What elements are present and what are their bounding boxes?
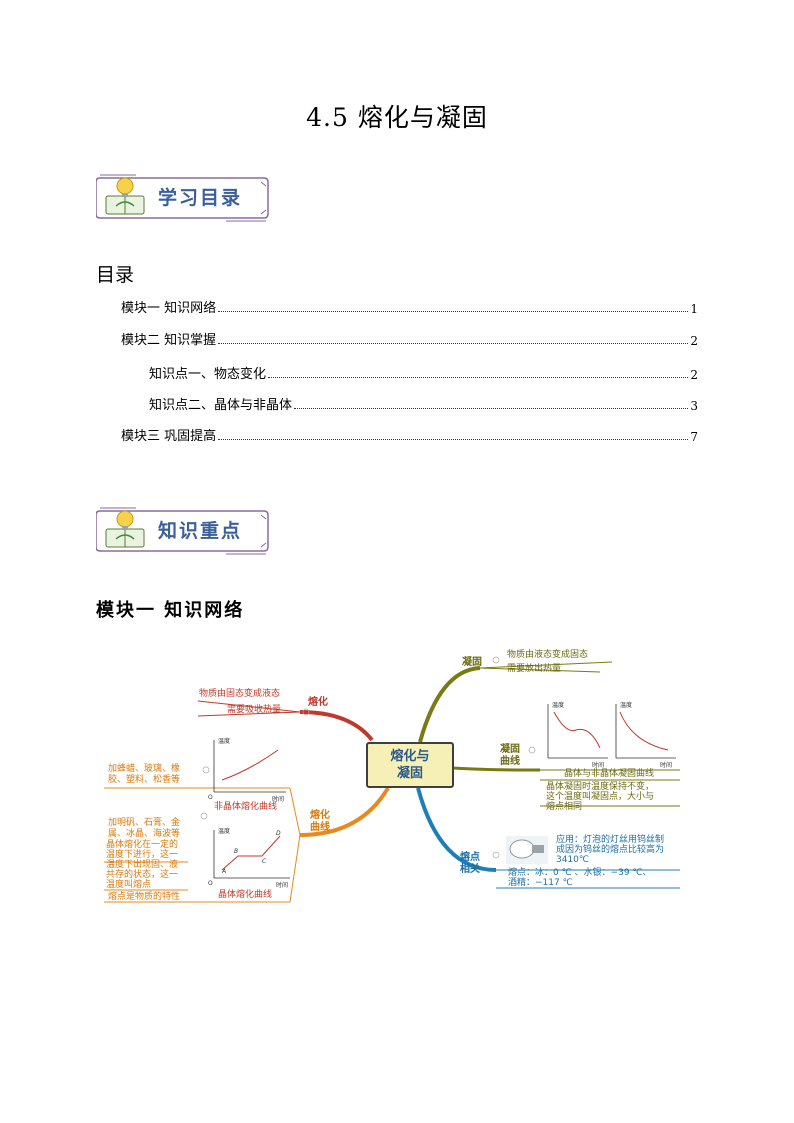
- knowledge-mindmap: 熔化与 凝固 熔化 物质由固态变成液态 需要吸收热量 熔化 曲线 加蜂蜡、玻璃、…: [0, 630, 794, 920]
- melting-point-application: 应用：灯泡的灯丝用钨丝制 成因为钨丝的熔点比较高为 3410℃: [556, 835, 665, 865]
- banner-frame: [96, 174, 269, 222]
- amorphous-solidify-chart: [615, 704, 676, 759]
- book-bulb-icon: [105, 177, 145, 215]
- curve-point-label: A: [222, 868, 227, 875]
- toc-heading: 目录: [96, 264, 135, 286]
- axis-label-time: 时间: [592, 762, 605, 769]
- toc-entry-label: 模块一 知识网络: [121, 301, 217, 316]
- crystal-solidify-chart: [547, 704, 608, 759]
- toc-leader-dots: [218, 438, 689, 440]
- toc-entry[interactable]: 模块三 巩固提高 7: [121, 426, 698, 444]
- toc-entry[interactable]: 知识点二、晶体与非晶体 3: [149, 395, 698, 413]
- toc-entry[interactable]: 模块一 知识网络 1: [121, 298, 698, 316]
- amorphous-examples: 加蜂蜡、玻璃、橡 胶、塑料、松香等: [108, 764, 181, 785]
- solidify-item: 需要放出热量: [507, 664, 562, 674]
- toc-page-number: 2: [690, 334, 698, 348]
- branch-solidify-curve[interactable]: 凝固 曲线: [500, 744, 520, 768]
- banner-label: 学习目录: [158, 187, 243, 209]
- axis-label-temperature: 温度: [552, 702, 565, 709]
- branch-label-line2: 曲线: [310, 822, 330, 833]
- toc-entry-label: 知识点二、晶体与非晶体: [149, 398, 293, 413]
- solidify-description: 晶体凝固时温度保持不变， 这个温度叫凝固点，大小与 熔点相同: [546, 782, 655, 812]
- melting-item: 物质由固态变成液态: [199, 689, 281, 699]
- branch-melting-curve[interactable]: 熔化 曲线: [310, 810, 330, 834]
- toc-page-number: 3: [690, 399, 698, 413]
- axis-label-time: 时间: [276, 882, 289, 889]
- toc-page-number: 7: [690, 430, 698, 444]
- branch-label-line2: 曲线: [500, 756, 520, 767]
- toc-page-number: 2: [690, 368, 698, 382]
- axis-label-temperature: 温度: [218, 828, 231, 835]
- mindmap-connectors: [104, 656, 680, 903]
- branch-label-line2: 相关: [460, 864, 480, 875]
- toc-entry-label: 知识点一、物态变化: [149, 367, 267, 382]
- crystal-melting-chart: [213, 830, 290, 879]
- branch-label-line1: 凝固: [500, 744, 520, 755]
- banner-frame: [96, 507, 269, 555]
- axis-label-time: 时间: [272, 796, 285, 803]
- crystal-examples: 加明矾、石膏、金 属、冰晶、海波等: [108, 818, 181, 839]
- toc-page-number: 1: [690, 302, 698, 316]
- center-node-line2: 凝固: [396, 766, 423, 781]
- solidify-chart-caption: 晶体与非晶体凝固曲线: [564, 769, 655, 779]
- toc-leader-dots: [268, 376, 689, 378]
- toc-entry-label: 模块二 知识掌握: [121, 333, 217, 348]
- book-bulb-icon: [105, 510, 145, 548]
- section-banner-key-knowledge: 知识重点: [96, 505, 270, 555]
- curve-point-label: C: [262, 858, 267, 865]
- solidify-item: 物质由液态变成固态: [507, 650, 589, 660]
- mindmap-center-node[interactable]: 熔化与 凝固: [366, 742, 454, 788]
- toc-entry[interactable]: 知识点一、物态变化 2: [149, 364, 698, 382]
- light-bulb-icon: [506, 836, 548, 864]
- axis-label-temperature: 温度: [620, 702, 633, 709]
- branch-label-line1: 熔化: [310, 810, 330, 821]
- center-node-line1: 熔化与: [390, 749, 430, 764]
- curve-point-label: D: [276, 830, 281, 837]
- axis-origin: O: [208, 794, 213, 801]
- branch-melting[interactable]: 熔化: [308, 697, 328, 708]
- branch-label-line1: 熔点: [460, 852, 480, 863]
- axis-label-temperature: 温度: [218, 738, 231, 745]
- toc-entry-label: 模块三 巩固提高: [121, 429, 217, 444]
- banner-label: 知识重点: [158, 520, 243, 542]
- section-heading: 模块一 知识网络: [96, 600, 245, 621]
- melting-point-values: 熔点：冰：0 ℃ 、水银：−39 ℃、 酒精：−117 ℃: [508, 868, 652, 888]
- document-title: 4.5 熔化与凝固: [306, 103, 488, 132]
- curve-point-label: B: [234, 848, 239, 855]
- branch-melting-point[interactable]: 熔点 相关: [460, 852, 480, 876]
- melting-item: 需要吸收热量: [227, 705, 282, 715]
- branch-solidify[interactable]: 凝固: [462, 657, 482, 668]
- axis-origin: O: [208, 880, 213, 887]
- toc-leader-dots: [218, 310, 689, 312]
- crystal-melting-description: 晶体熔化在一定的 温度下进行，这一 温度下出现固、液 共存的状态，这一 温度叫熔…: [106, 840, 179, 890]
- toc-leader-dots: [218, 342, 689, 344]
- section-banner-study-directory: 学习目录: [96, 172, 270, 222]
- melting-point-note: 熔点是物质的特性: [108, 892, 181, 902]
- axis-label-time: 时间: [660, 762, 673, 769]
- crystal-chart-caption: 晶体熔化曲线: [218, 890, 273, 900]
- toc-leader-dots: [294, 407, 689, 409]
- amorphous-chart-caption: 非晶体熔化曲线: [214, 802, 278, 812]
- toc-entry[interactable]: 模块二 知识掌握 2: [121, 330, 698, 348]
- amorphous-melting-chart: [213, 740, 286, 793]
